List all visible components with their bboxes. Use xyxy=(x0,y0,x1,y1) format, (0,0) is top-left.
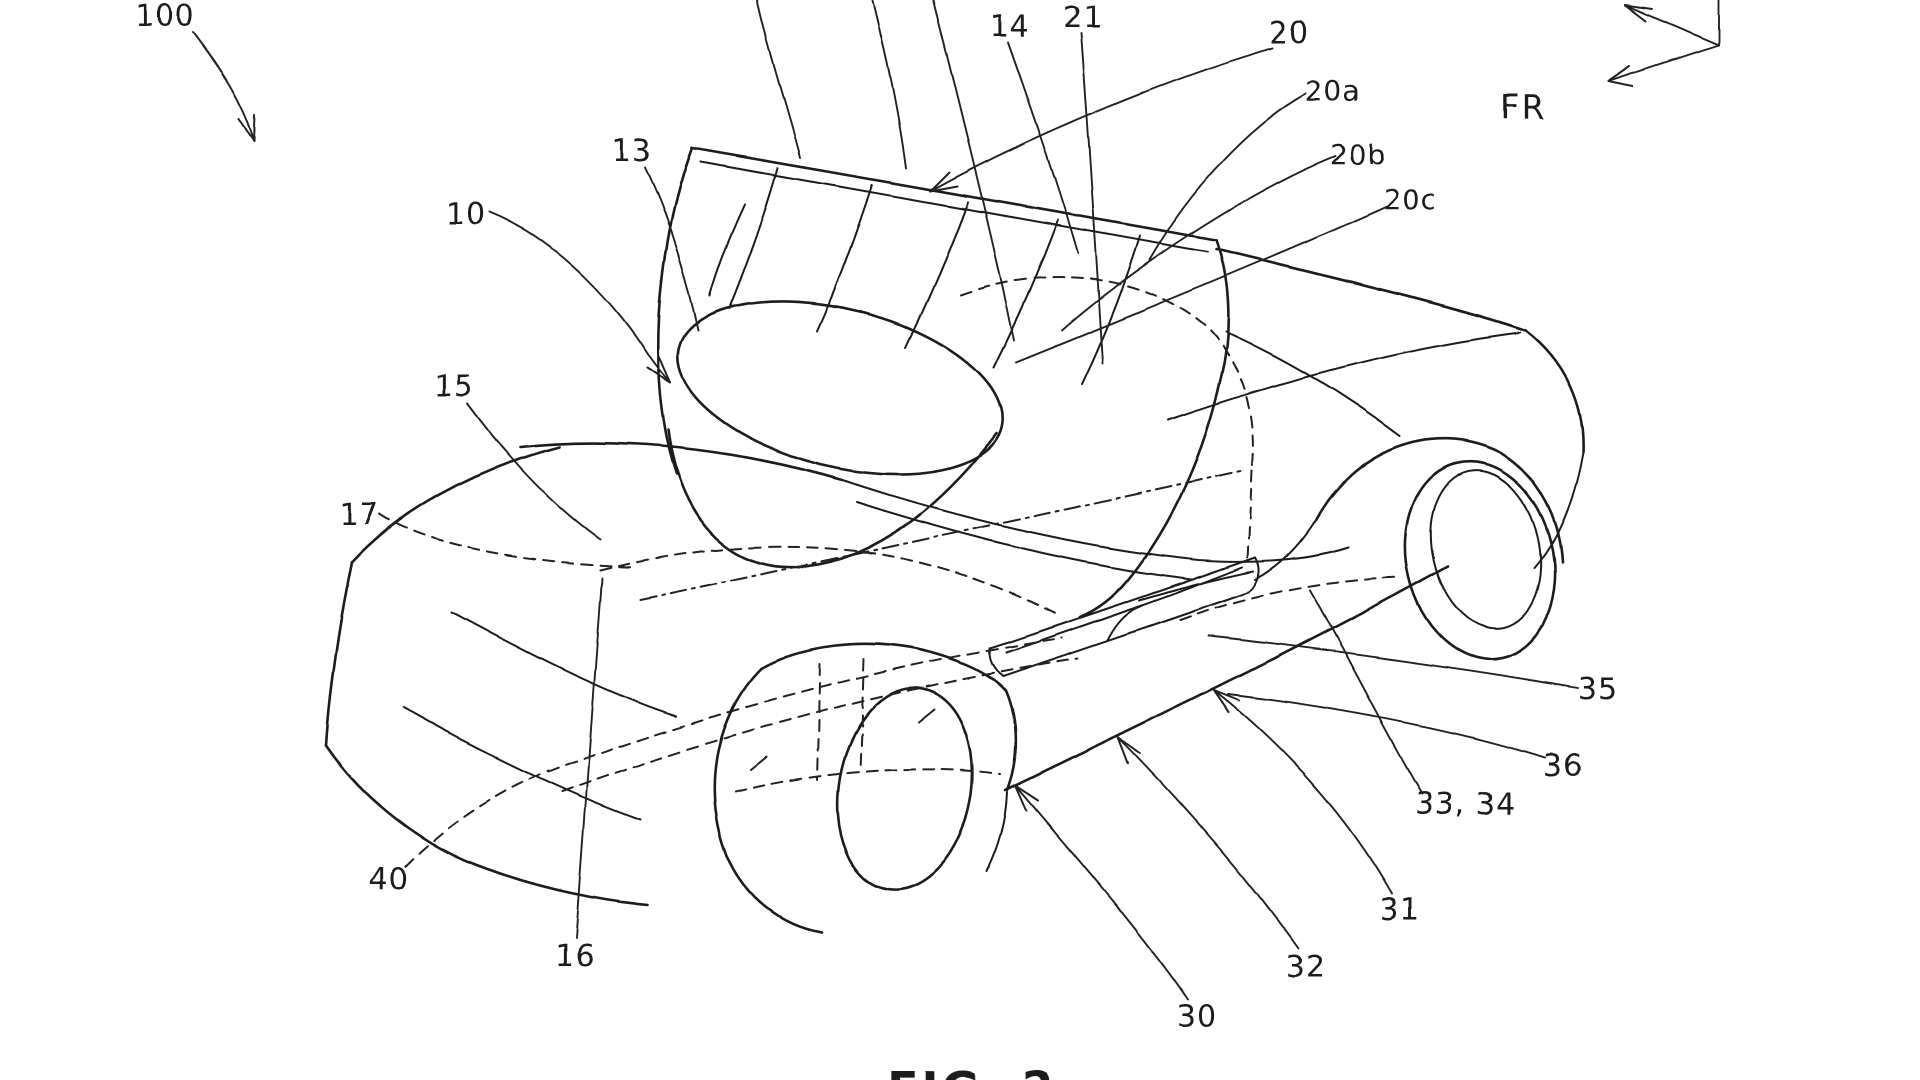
ref-label-20a: 20a xyxy=(1305,75,1361,108)
hidden-cabin-ring xyxy=(960,277,1253,468)
body-behind-front-wheel xyxy=(986,792,1007,872)
bumper-crease-upper xyxy=(452,612,676,716)
sill-garnish-inner-line xyxy=(1006,567,1243,652)
leader-16 xyxy=(576,578,602,938)
ref-label-33-34: 33, 34 xyxy=(1415,787,1516,822)
front-wheel xyxy=(822,677,987,901)
canopy-opening-lower-rim xyxy=(668,430,996,567)
rear-right-edge xyxy=(1526,331,1583,452)
cowl-hidden-line xyxy=(600,547,1056,614)
axis-front-arm xyxy=(1608,45,1718,81)
leader-13 xyxy=(645,168,698,330)
rear-wheel-rim xyxy=(1416,459,1555,639)
windshield-rib-5 xyxy=(1082,236,1140,384)
leader-33-34 xyxy=(1310,590,1422,794)
bumper-crease-lower xyxy=(403,708,640,820)
ref-label-30: 30 xyxy=(1177,1000,1217,1035)
axis-upper-arm xyxy=(1625,5,1718,45)
leader-40 xyxy=(406,771,548,866)
ref-label-20c: 20c xyxy=(1383,183,1437,216)
cropped-top-leader-2 xyxy=(873,0,906,168)
ref-label-14: 14 xyxy=(990,9,1030,44)
leader-36 xyxy=(1228,694,1545,758)
leader-20 xyxy=(930,48,1272,191)
ref-label-35: 35 xyxy=(1578,672,1618,707)
leader-30 xyxy=(1015,785,1188,1000)
hidden-centerline xyxy=(640,470,1245,600)
leader-10 xyxy=(490,212,670,383)
hidden-vertical-1 xyxy=(817,664,820,780)
leader-21 xyxy=(1081,34,1103,363)
hood-cowl-line xyxy=(520,443,842,480)
floor-band-lower xyxy=(562,658,1078,792)
canopy-left-pillar xyxy=(658,148,692,474)
ref-label-40: 40 xyxy=(369,862,409,897)
hidden-lines xyxy=(548,277,1402,792)
windshield-rib-3 xyxy=(906,202,968,347)
rear-fender-front-lower xyxy=(1256,520,1316,579)
reference-numerals: 100 10 13 14 21 20 20a 20b 20c 15 17 40 … xyxy=(135,0,1618,1080)
leader-32 xyxy=(1118,737,1298,948)
ref-label-17: 17 xyxy=(340,497,380,532)
front-face-left-edge xyxy=(326,562,352,745)
arrowhead-20 xyxy=(930,172,957,191)
figure-caption: FIG. 2 xyxy=(887,1062,1057,1080)
leader-20a xyxy=(1150,94,1306,260)
ref-label-36: 36 xyxy=(1543,749,1583,784)
floor-band-upper xyxy=(548,638,1062,772)
axis-upper-arrowhead xyxy=(1625,5,1652,21)
rear-hidden-line xyxy=(1180,577,1402,620)
ref-label-32: 32 xyxy=(1285,950,1325,985)
leader-20b xyxy=(1062,156,1335,330)
ref-label-31: 31 xyxy=(1380,893,1420,928)
beltline-lower xyxy=(856,502,1192,579)
ref-label-20: 20 xyxy=(1269,16,1309,51)
axis-front-label: FR xyxy=(1499,88,1546,128)
leader-100 xyxy=(193,32,254,142)
rear-fender-arch xyxy=(1316,439,1562,562)
orientation-axis xyxy=(1608,0,1718,86)
cropped-top-leader-3 xyxy=(933,0,1014,340)
ref-label-10: 10 xyxy=(446,197,486,232)
ref-label-21: 21 xyxy=(1063,1,1103,36)
front-wheel-arch-left xyxy=(714,668,821,932)
hidden-cabin-ring-vertical xyxy=(1248,470,1252,560)
ref-label-100: 100 xyxy=(135,0,195,34)
floor-band-clip-1 xyxy=(750,757,766,770)
leader-31 xyxy=(1214,690,1392,894)
leader-14 xyxy=(1008,42,1078,253)
ref-label-20b: 20b xyxy=(1330,138,1386,171)
cropped-top-leader-1 xyxy=(757,0,800,158)
windshield-rib-1 xyxy=(729,168,778,309)
rear-lower-edge xyxy=(1534,452,1583,568)
canopy-drawing xyxy=(658,148,1229,617)
ref-label-16: 16 xyxy=(555,939,595,974)
ref-label-13: 13 xyxy=(612,134,652,169)
rear-wheel-tire xyxy=(1386,446,1573,674)
ref-label-15: 15 xyxy=(434,369,474,404)
floor-band-clip-2 xyxy=(918,709,934,722)
floor-front-hidden xyxy=(735,769,1000,792)
